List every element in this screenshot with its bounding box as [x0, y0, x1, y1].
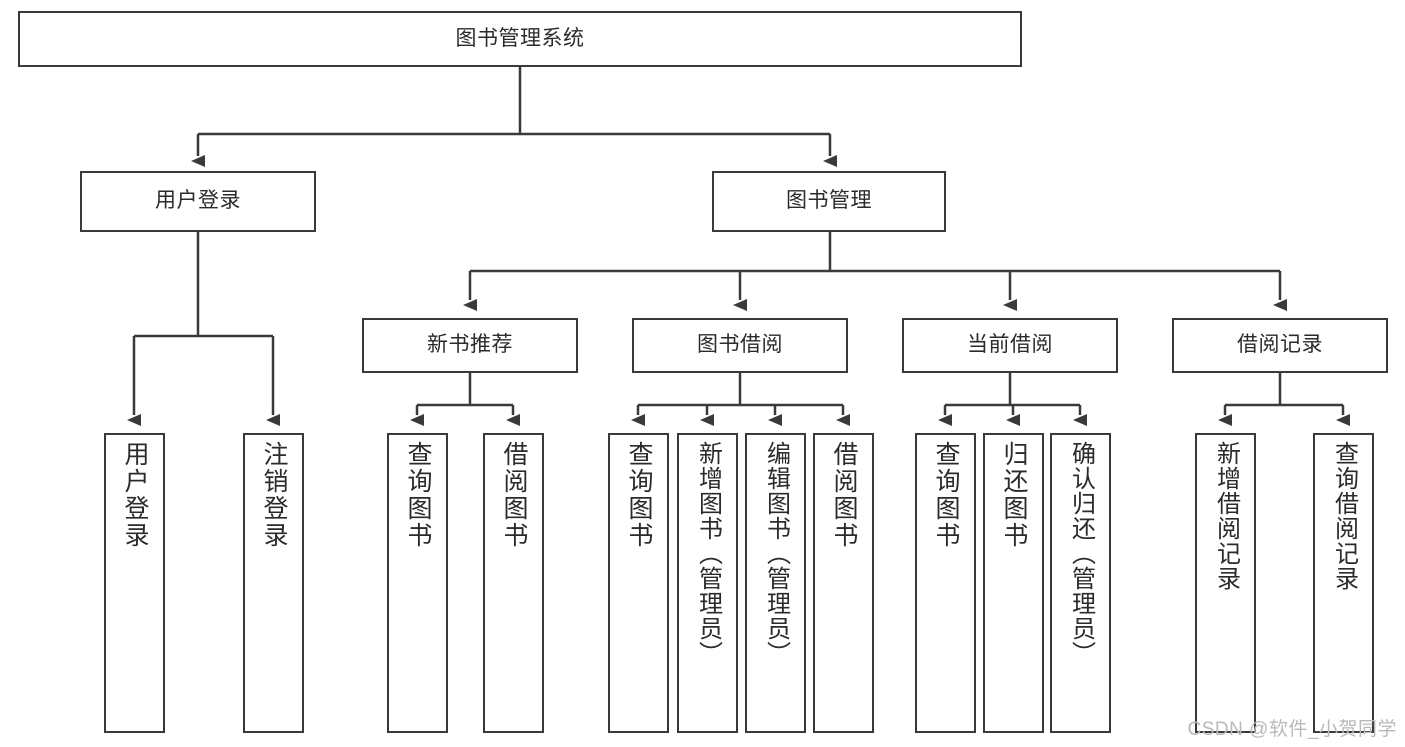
node-label: 确认归还（管理员） [1067, 441, 1095, 666]
node-label: 借阅图书 [500, 441, 528, 549]
node-book-borrow[interactable]: 图书借阅 [632, 318, 848, 373]
node-label: 注销登录 [260, 441, 288, 549]
node-label: 查询借阅记录 [1330, 441, 1358, 591]
node-user-login[interactable]: 用户登录 [80, 171, 316, 232]
node-label: 查询图书 [932, 441, 960, 549]
leaf-book-borrow-query-book[interactable]: 查询图书 [608, 433, 669, 733]
node-label: 图书管理系统 [455, 26, 585, 50]
node-label: 归还图书 [1000, 441, 1028, 549]
node-label: 编辑图书（管理员） [762, 441, 790, 666]
leaf-book-borrow-edit-book-admin[interactable]: 编辑图书（管理员） [745, 433, 806, 733]
leaf-book-borrow-add-book-admin[interactable]: 新增图书（管理员） [677, 433, 738, 733]
node-label: 查询图书 [625, 441, 653, 549]
leaf-borrow-record-query-record[interactable]: 查询借阅记录 [1313, 433, 1374, 733]
node-label: 用户登录 [121, 441, 149, 549]
node-label: 新书推荐 [427, 333, 513, 357]
node-label: 借阅图书 [830, 441, 858, 549]
leaf-current-borrow-query-book[interactable]: 查询图书 [915, 433, 976, 733]
node-label: 查询图书 [404, 441, 432, 549]
leaf-current-borrow-return-book[interactable]: 归还图书 [983, 433, 1044, 733]
node-book-management[interactable]: 图书管理 [712, 171, 946, 232]
node-new-book-recommend[interactable]: 新书推荐 [362, 318, 578, 373]
node-label: 新增图书（管理员） [694, 441, 722, 666]
leaf-new-book-query-book[interactable]: 查询图书 [387, 433, 448, 733]
leaf-current-borrow-confirm-return-admin[interactable]: 确认归还（管理员） [1050, 433, 1111, 733]
node-label: 图书借阅 [697, 333, 783, 357]
node-label: 借阅记录 [1237, 333, 1323, 357]
leaf-user-login-login[interactable]: 用户登录 [104, 433, 165, 733]
node-borrow-record[interactable]: 借阅记录 [1172, 318, 1388, 373]
leaf-book-borrow-borrow-book[interactable]: 借阅图书 [813, 433, 874, 733]
csdn-watermark: CSDN @软件_小贺同学 [1187, 719, 1397, 740]
node-label: 新增借阅记录 [1212, 441, 1240, 591]
node-label: 用户登录 [155, 189, 241, 213]
leaf-user-login-logout[interactable]: 注销登录 [243, 433, 304, 733]
leaf-borrow-record-add-record[interactable]: 新增借阅记录 [1195, 433, 1256, 733]
node-label: 当前借阅 [967, 333, 1053, 357]
node-root-system[interactable]: 图书管理系统 [18, 11, 1022, 67]
node-label: 图书管理 [786, 189, 872, 213]
node-current-borrow[interactable]: 当前借阅 [902, 318, 1118, 373]
leaf-new-book-borrow-book[interactable]: 借阅图书 [483, 433, 544, 733]
